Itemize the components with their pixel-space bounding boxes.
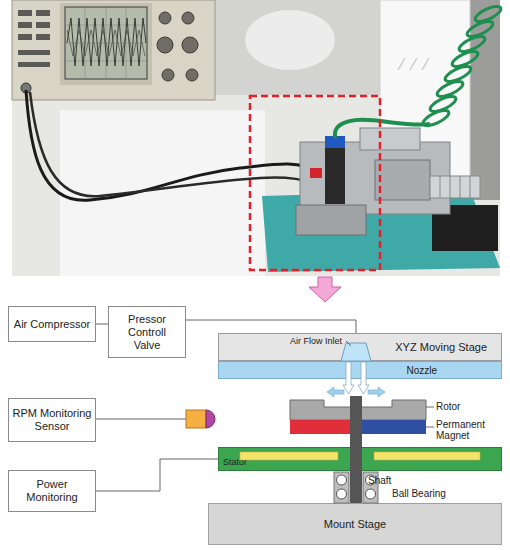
mount-block [296,205,366,235]
connector-layer [96,320,356,491]
micrometer-lines [440,176,470,198]
background-wall [470,0,500,200]
waveform [67,18,146,66]
component-box: RPM Monitoring Sensor [8,398,96,442]
box-label: Stator [223,456,247,469]
oscilloscope-knobs [157,12,198,81]
probe-cable [26,90,318,200]
permanent-magnet [290,420,355,434]
oscilloscope [12,0,215,100]
leader-line [426,407,434,408]
box-label: Nozzle [406,364,437,377]
box-label: XYZ Moving Stage [395,341,487,354]
sensor-wire [96,419,186,420]
background-wall [215,0,385,95]
probe-clip [310,168,322,178]
part-label: Air Flow Inlet [290,336,350,347]
waveform [67,30,145,56]
component-box: Stator [218,447,502,471]
component-box: Nozzle [218,361,502,379]
panel-marks [398,58,429,70]
air-hose-coil [421,4,503,129]
glass-object [245,10,335,70]
air-flow-arrow [327,387,385,397]
rpm-sensor-head [206,410,215,428]
component-box: XYZ Moving Stage [218,333,502,361]
component-box: Mount Stage [208,503,502,545]
ball-bearing [334,472,349,503]
part-label: Ball Bearing [392,488,472,499]
rpm-sensor-symbol [186,410,206,428]
part-label: Rotor [436,401,486,412]
air-inlet [341,343,371,361]
leader-line [346,341,351,346]
oscilloscope-screen [65,7,147,79]
component-box: Pressor Controll Valve [108,306,186,358]
permanent-magnet [357,420,426,434]
component-box: Air Compressor [8,306,96,342]
box-label: Air Compressor [14,318,90,331]
connector-line [96,324,108,325]
air-flow-arrow [343,362,369,394]
box-label: Pressor Controll Valve [117,313,177,352]
rotor [290,400,426,420]
connector-body [325,142,345,204]
box-label: Mount Stage [324,518,386,531]
down-arrow [309,277,341,302]
stage-block [375,160,430,200]
highlight-box [250,96,380,270]
oscilloscope-bezel [60,3,152,85]
micrometer [430,176,480,198]
stage-block [360,128,420,150]
screen-grid [65,7,147,79]
leader-line [426,427,434,428]
connector-line [96,459,218,491]
desk [12,0,500,276]
oscilloscope-buttons [18,10,50,67]
paper-sheet [60,110,265,276]
box-label: RPM Monitoring Sensor [12,407,92,433]
probe-cable [30,92,320,196]
component-box: Power Monitoring [8,470,96,512]
part-label: Permanent Magnet [436,419,498,441]
stator-coil [374,452,480,460]
xyz-stage-photo [300,142,450,214]
stator-coil [240,452,338,460]
connector-line [186,320,356,333]
shaft [350,396,362,503]
part-label: Shaft [368,475,408,486]
air-hose [335,120,430,138]
box-label: Power Monitoring [17,478,87,504]
